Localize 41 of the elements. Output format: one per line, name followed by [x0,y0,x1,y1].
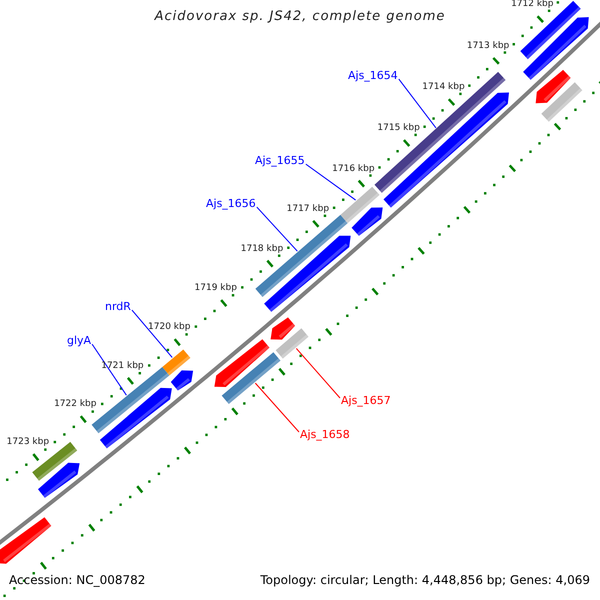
gene-label: glyA [67,335,92,348]
scale-label: 1716 kbp [332,164,375,175]
scale-label: 1723 kbp [6,438,50,448]
reverse-gene [214,339,270,387]
title: Acidovorax sp. JS42, complete genome [153,10,446,24]
reverse-gene [536,70,571,104]
footer-text: Accession: NC_008782 [9,574,146,588]
gene-bar [541,82,582,122]
leader-line [254,382,300,432]
scale-label: 1715 kbp [377,124,420,134]
gene-label: Ajs_1656 [206,198,256,210]
gene-bar [276,328,308,359]
leader-line [305,164,356,201]
leader-line [131,310,173,358]
gene-label: Ajs_1657 [341,395,391,408]
leader-line [256,206,298,252]
gene-bar [340,186,380,224]
scale-label: 1720 kbp [148,323,190,334]
gene-label: nrdR [105,301,131,314]
forward-gene [38,462,80,498]
scale-label: 1718 kbp [240,244,284,255]
scale-label: 1719 kbp [194,284,237,294]
scale-label: 1714 kbp [422,83,465,94]
gene-bar [222,352,280,404]
gene-bar [162,350,190,376]
reverse-gene [0,517,52,564]
forward-gene [100,388,172,448]
forward-gene [264,236,351,312]
gene-label: Ajs_1654 [348,70,398,82]
gene-label: Ajs_1655 [255,155,305,168]
scale-label: 1722 kbp [54,400,96,410]
leader-line [296,348,340,398]
forward-gene [170,370,194,390]
scale-label: 1713 kbp [466,42,510,52]
scale-label: 1717 kbp [286,204,330,215]
gene-label: Ajs_1658 [300,429,350,442]
footer-text: Topology: circular; Length: 4,448,856 bp; Genes: 4,069 [260,574,590,588]
forward-gene [523,17,589,80]
forward-gene [352,208,383,236]
leader-line [92,344,127,396]
reverse-gene [270,317,296,340]
